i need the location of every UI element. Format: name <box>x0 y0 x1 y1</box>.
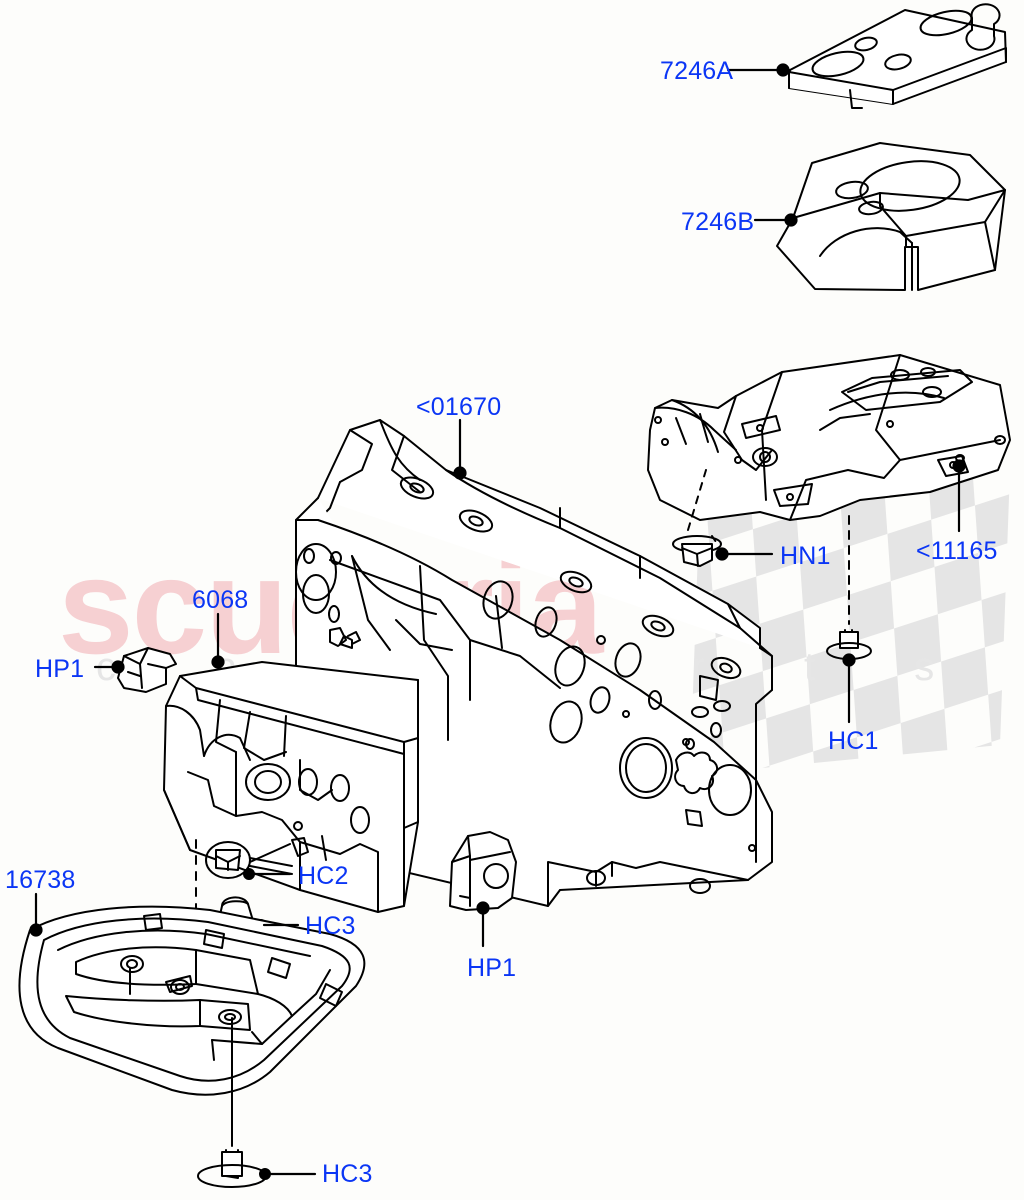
callout-label-6068[interactable]: 6068 <box>192 586 249 614</box>
callout-leaders <box>29 63 966 1176</box>
callout-label-01670[interactable]: <01670 <box>416 393 502 421</box>
callout-label-hc3-lower[interactable]: HC3 <box>322 1160 373 1188</box>
part-hp1-center-shape <box>449 831 517 911</box>
callout-label-16738[interactable]: 16738 <box>5 866 76 894</box>
part-hn1-shape <box>672 469 722 567</box>
part-hp1-left-shape <box>117 647 177 693</box>
part-7246a-shape <box>788 3 1007 109</box>
callout-label-hn1[interactable]: HN1 <box>780 542 831 570</box>
part-16738-shape <box>18 905 366 1096</box>
callout-label-7246b[interactable]: 7246B <box>681 208 755 236</box>
part-hc2-shape <box>205 841 293 880</box>
callout-label-hc1[interactable]: HC1 <box>828 727 879 755</box>
callout-label-hc3-upper[interactable]: HC3 <box>305 912 356 940</box>
callout-label-hp1-left[interactable]: HP1 <box>35 655 85 683</box>
callout-label-7246a[interactable]: 7246A <box>660 57 734 85</box>
callout-label-hc2[interactable]: HC2 <box>298 862 349 890</box>
part-11165-shape <box>647 354 1011 521</box>
callout-label-11165[interactable]: <11165 <box>916 537 998 565</box>
part-7246b-shape <box>776 142 1006 291</box>
callout-label-hp1-center[interactable]: HP1 <box>467 954 517 982</box>
part-hc1-shape <box>826 515 872 660</box>
